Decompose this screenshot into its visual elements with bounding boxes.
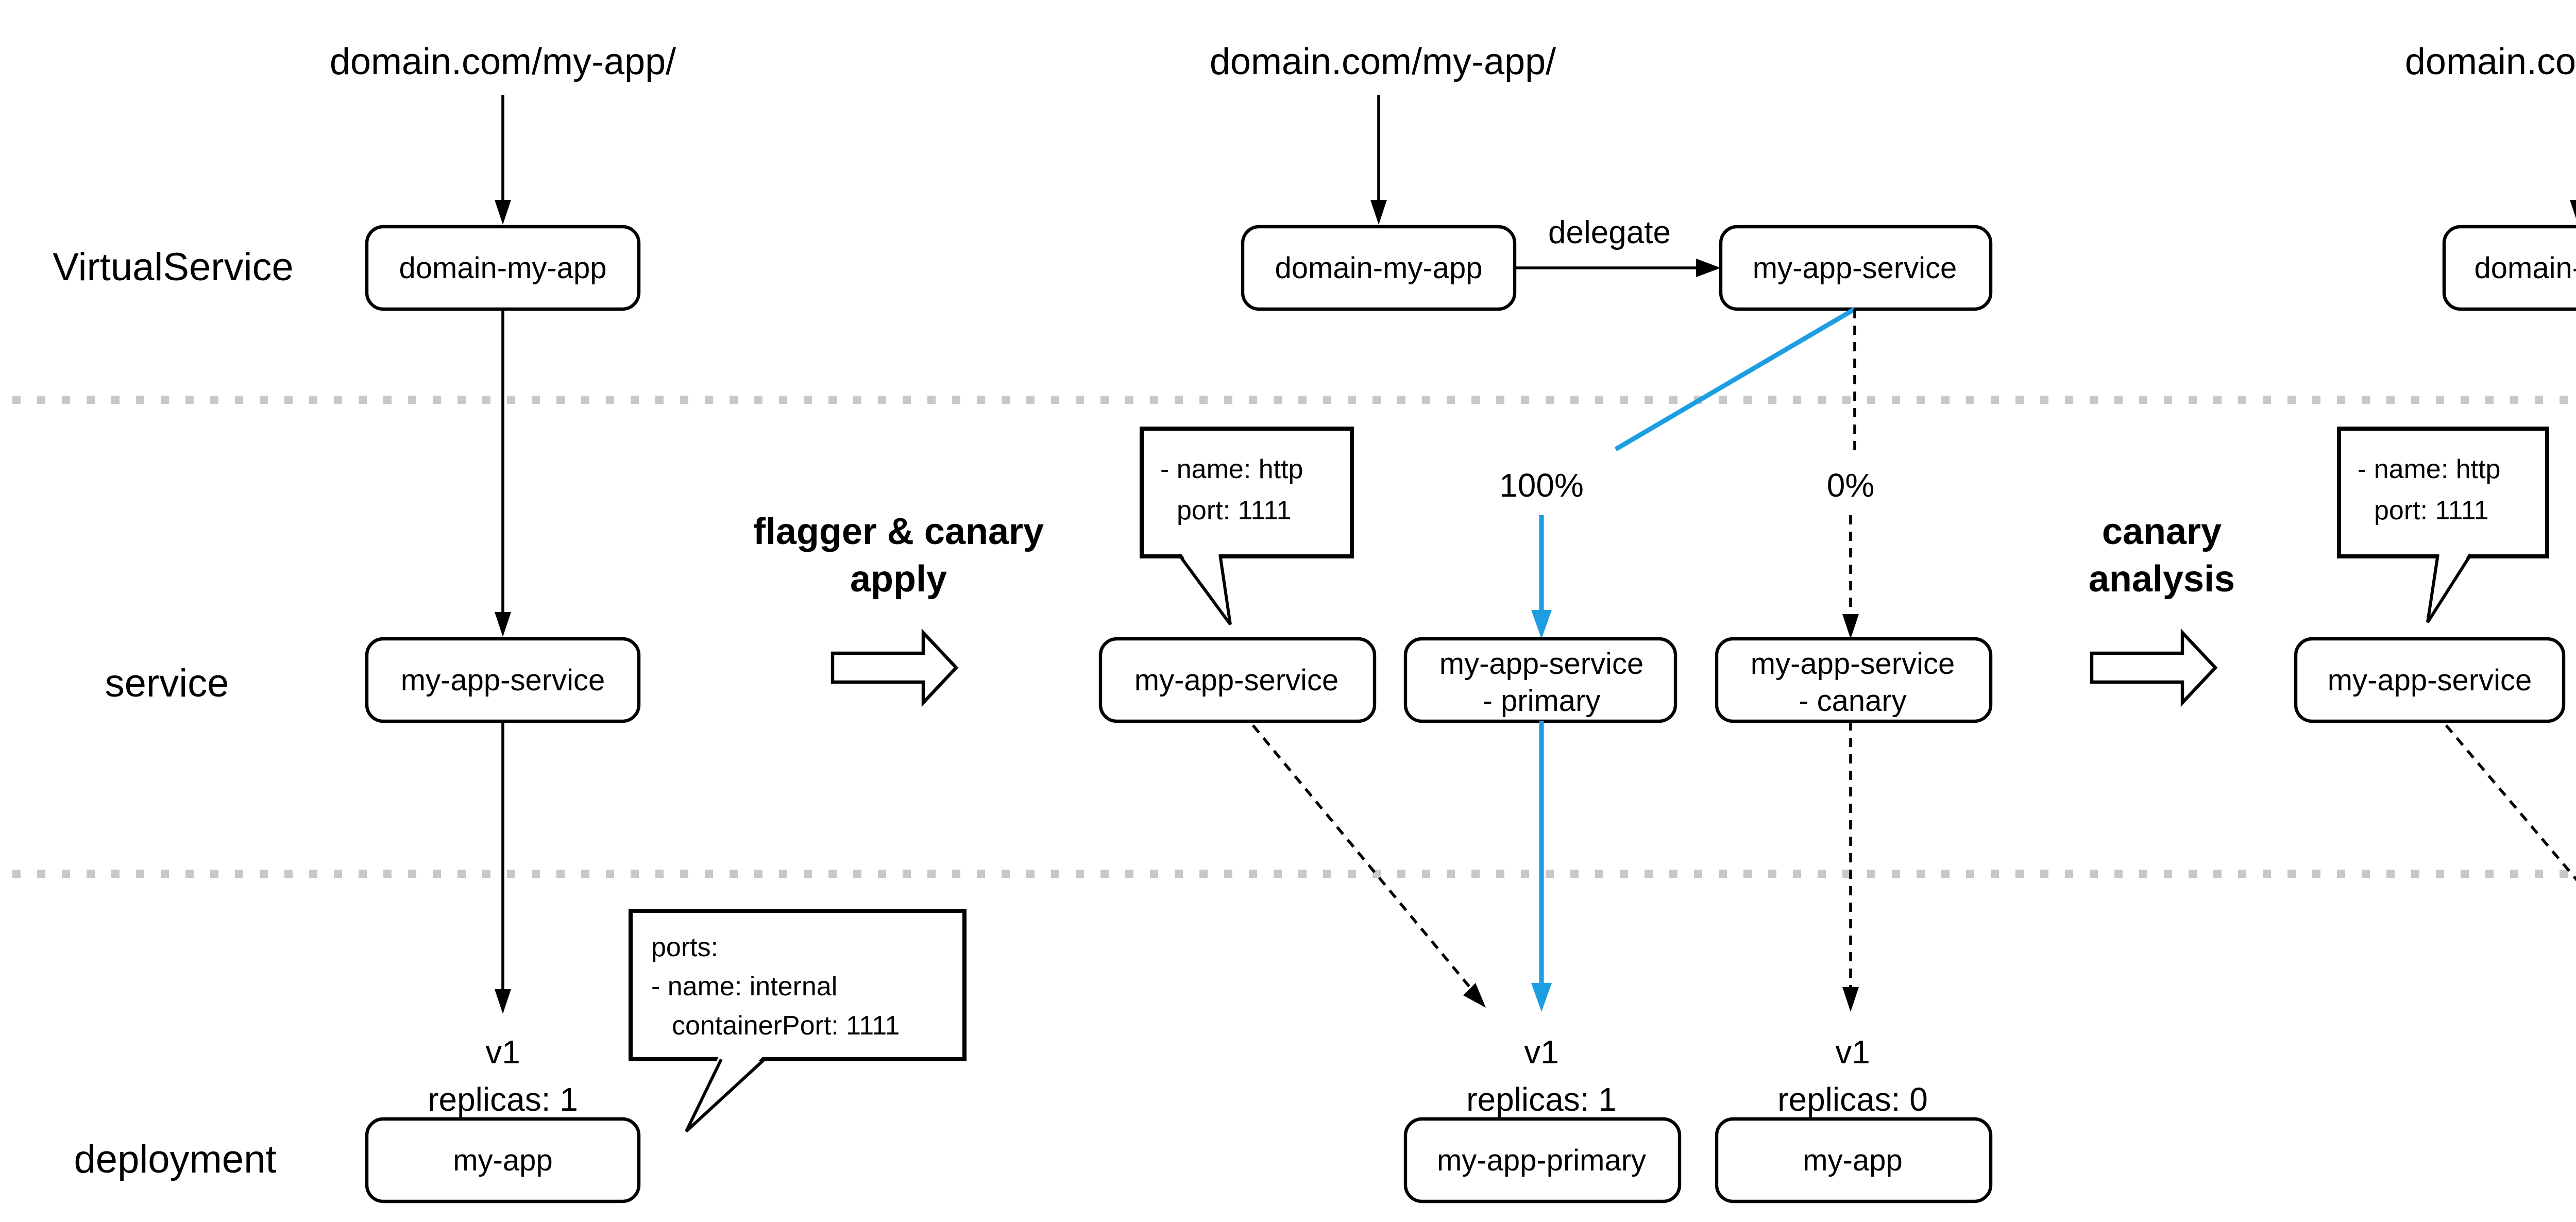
delegate-arrowhead <box>1696 259 1721 277</box>
http-port-callout-line1: - name: http <box>1160 454 1303 484</box>
canary-deployment-version-label: v1 <box>1835 1033 1870 1071</box>
service-box-label: my-app-service <box>1134 664 1338 697</box>
deployment-replicas-label: replicas: 1 <box>428 1081 578 1118</box>
virtualservice-box-label: domain-my-app <box>1275 251 1483 285</box>
url-label: domain.com/my-app/ <box>330 41 676 82</box>
virtualservice-box-label: domain-my-app <box>2475 251 2576 285</box>
step-analysis-title-line1: canary <box>2102 511 2222 552</box>
virtualservice-box-label: domain-my-app <box>399 251 607 285</box>
row-label-deployment: deployment <box>74 1138 277 1181</box>
step-flagger-title-line1: flagger & canary <box>753 511 1044 552</box>
canary-deployment-replicas-label: replicas: 0 <box>1777 1081 1928 1118</box>
row-label-service: service <box>105 661 229 705</box>
ingress-arrowhead <box>2570 200 2576 218</box>
step-flagger-title-line2: apply <box>850 558 947 600</box>
primary-deployment-box-label: my-app-primary <box>1437 1144 1646 1177</box>
virtualservice-box <box>2442 225 2576 311</box>
ingress-arrowhead <box>495 200 511 225</box>
http-port-callout-tail-edge <box>2426 553 2472 623</box>
service-selector-dashed-arrow-line <box>2445 724 2576 881</box>
http-port-callout-tail-edge <box>1177 553 1232 625</box>
canary-service-box-label-line1: my-app-service <box>1751 647 1955 681</box>
service-to-deployment-arrowhead <box>495 989 511 1014</box>
primary-percent-label: 100% <box>1499 467 1584 504</box>
panel-analysis: domain.com/my-app/ domain-my-app delegat… <box>2294 41 2576 881</box>
service-box <box>1098 637 1377 723</box>
deployment-box-label: my-app <box>453 1144 552 1177</box>
ports-callout-line3: containerPort: 1111 <box>672 1011 900 1041</box>
row-label-virtualservice: VirtualService <box>53 245 293 289</box>
url-label: domain.com/my-app/ <box>1210 41 1556 82</box>
primary-deployment-replicas-label: replicas: 1 <box>1466 1081 1617 1118</box>
step-analysis-block-arrow <box>2090 628 2218 707</box>
step-flagger-apply: flagger & canary apply <box>753 511 1044 707</box>
url-label: domain.com/my-app/ <box>2405 41 2576 82</box>
canary-percent-label: 0% <box>1827 467 1875 504</box>
service-selector-dashed-arrow-line <box>1251 724 1473 990</box>
canary-deploy-arrowhead <box>1842 987 1859 1012</box>
ports-callout-tail-edge <box>685 1058 766 1133</box>
ports-callout-line1: ports: <box>651 932 718 962</box>
deployment-version-label: v1 <box>485 1033 520 1071</box>
canary-service-box <box>1715 637 1993 723</box>
deployment-box <box>365 1117 641 1203</box>
ingress-arrowhead <box>1370 200 1387 225</box>
http-port-callout-line2: port: 1111 <box>2374 496 2489 525</box>
canary-service-box-label-line2: - canary <box>1799 684 1907 718</box>
primary-service-box-label-line1: my-app-service <box>1439 647 1643 681</box>
http-port-callout-box <box>1140 427 1354 558</box>
vs-to-service-arrowhead <box>495 612 511 637</box>
primary-deployment-box <box>1403 1117 1682 1203</box>
step-analysis-title-line2: analysis <box>2089 558 2235 600</box>
service-box-label: my-app-service <box>2328 664 2532 697</box>
http-port-callout-line2: port: 1111 <box>1177 496 1292 525</box>
canary-deployment-box <box>1715 1117 1993 1203</box>
http-port-callout-line1: - name: http <box>2358 454 2500 484</box>
delegate-label: delegate <box>1548 215 1671 250</box>
service-box <box>2294 637 2566 723</box>
canary-deployment-box-label: my-app <box>1803 1144 1902 1177</box>
panel-initial: domain.com/my-app/ domain-my-app my-app-… <box>330 41 967 1203</box>
ports-callout-box <box>629 909 967 1061</box>
service-box-label: my-app-service <box>401 664 605 697</box>
primary-deploy-arrowhead <box>1531 983 1552 1012</box>
ports-callout-line2: - name: internal <box>651 972 837 1002</box>
primary-service-box-label-line2: - primary <box>1483 684 1601 718</box>
primary-deployment-version-label: v1 <box>1524 1033 1559 1071</box>
primary-traffic-arrowhead <box>1531 610 1552 639</box>
http-port-callout-box <box>2337 427 2549 558</box>
step-canary-analysis: canary analysis <box>2089 511 2235 707</box>
service-selector-dashed-arrowhead <box>1463 983 1486 1008</box>
step-flagger-block-arrow <box>831 628 959 707</box>
primary-traffic-diagonal <box>1614 307 1856 451</box>
panel-flagger: domain.com/my-app/ domain-my-app delegat… <box>1098 41 1993 1203</box>
canary-traffic-arrowhead <box>1842 614 1859 639</box>
vs-service-box-label: my-app-service <box>1753 251 1957 285</box>
